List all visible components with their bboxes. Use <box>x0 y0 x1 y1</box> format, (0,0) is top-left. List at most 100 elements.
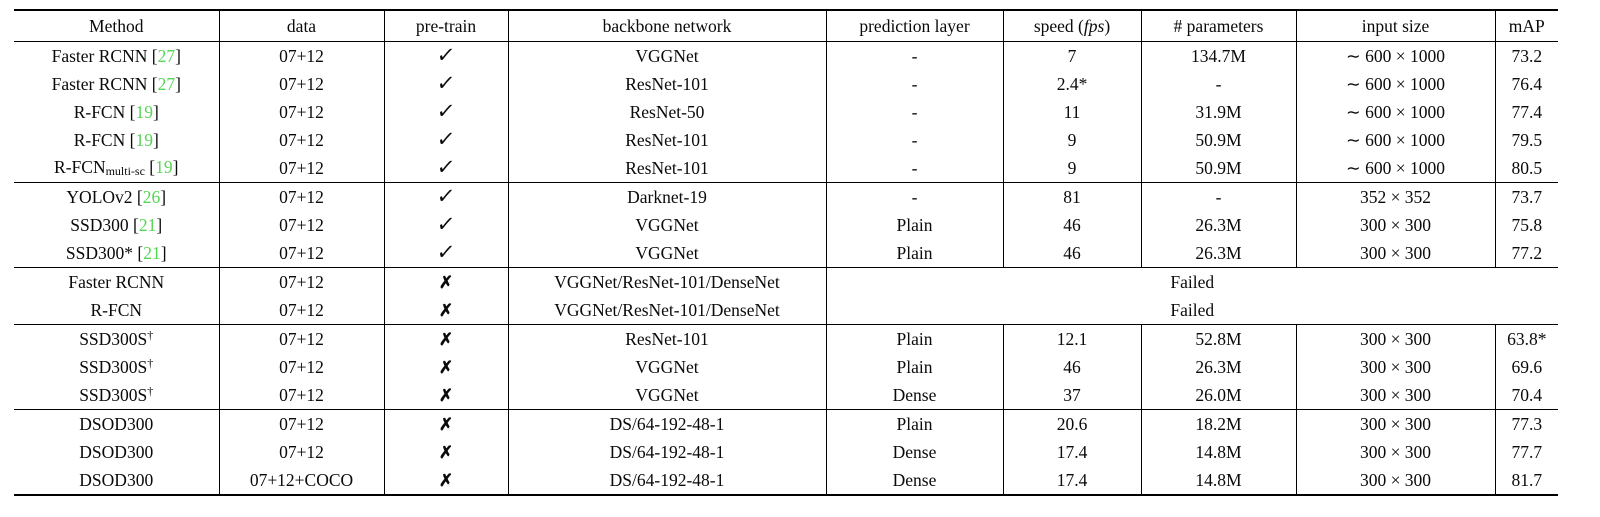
cell-parameters: 50.9M <box>1140 154 1297 183</box>
cross-icon: ✗ <box>438 385 454 405</box>
cell-prediction-layer: - <box>825 98 1004 126</box>
cell-prediction-layer: Plain <box>825 211 1004 239</box>
cell-pretrain: ✗ <box>383 438 509 466</box>
cell-input-size: 300 × 300 <box>1295 381 1496 410</box>
cell-input-size: ∼ 600 × 1000 <box>1295 98 1496 126</box>
cell-backbone: VGGNet <box>507 211 827 239</box>
cell-pretrain: ✗ <box>383 324 509 353</box>
cell-pretrain: ✗ <box>383 466 509 495</box>
cell-data: 07+12 <box>218 409 385 438</box>
cell-backbone: DS/64-192-48-1 <box>507 409 827 438</box>
cell-data: 07+12 <box>218 98 385 126</box>
cell-failed: Failed <box>825 267 1558 296</box>
cell-method: Faster RCNN [27] <box>14 70 220 98</box>
cross-icon: ✗ <box>438 442 454 462</box>
cell-data: 07+12 <box>218 70 385 98</box>
cell-parameters: 26.3M <box>1140 239 1297 268</box>
cell-data: 07+12 <box>218 239 385 268</box>
citation-link[interactable]: 19 <box>135 129 153 150</box>
column-header-method: Method <box>14 10 220 42</box>
cell-parameters: 14.8M <box>1140 438 1297 466</box>
cell-method: R-FCN [19] <box>14 98 220 126</box>
cell-map: 73.2 <box>1494 41 1558 70</box>
cell-data: 07+12 <box>218 353 385 381</box>
cell-input-size: 300 × 300 <box>1295 353 1496 381</box>
cell-speed: 37 <box>1002 381 1142 410</box>
cell-map: 77.3 <box>1494 409 1558 438</box>
cell-method: Faster RCNN [27] <box>14 41 220 70</box>
cell-speed: 9 <box>1002 154 1142 183</box>
citation-link[interactable]: 19 <box>155 157 173 177</box>
cell-pretrain: ✗ <box>383 353 509 381</box>
cell-speed: 2.4* <box>1002 70 1142 98</box>
cell-map: 75.8 <box>1494 211 1558 239</box>
citation-link[interactable]: 21 <box>138 214 157 235</box>
cell-speed: 9 <box>1002 126 1142 154</box>
cell-speed: 17.4 <box>1002 466 1142 495</box>
citation-link[interactable]: 27 <box>157 73 176 94</box>
cell-pretrain: ✓ <box>383 182 509 211</box>
method-dagger-mark: † <box>147 384 154 398</box>
cell-backbone: VGGNet <box>507 41 827 70</box>
cell-prediction-layer: - <box>825 154 1004 183</box>
cell-pretrain: ✓ <box>383 98 509 126</box>
cell-parameters: 14.8M <box>1140 466 1297 495</box>
cell-data: 07+12 <box>218 296 385 325</box>
method-subscript: multi-sc <box>105 164 145 178</box>
cell-parameters: 52.8M <box>1140 324 1297 353</box>
cell-pretrain: ✓ <box>383 211 509 239</box>
table-row: YOLOv2 [26]07+12✓Darknet-19-81-352 × 352… <box>14 182 1558 211</box>
cell-method: R-FCN [19] <box>14 126 220 154</box>
cell-failed: Failed <box>825 296 1558 325</box>
citation-link[interactable]: 27 <box>157 45 176 66</box>
cell-parameters: 18.2M <box>1140 409 1297 438</box>
cell-parameters: 134.7M <box>1140 41 1297 70</box>
cell-parameters: 26.0M <box>1140 381 1297 410</box>
cell-input-size: ∼ 600 × 1000 <box>1295 41 1496 70</box>
cell-input-size: 300 × 300 <box>1295 409 1496 438</box>
column-header-input-size: input size <box>1295 10 1496 42</box>
cell-pretrain: ✓ <box>383 126 509 154</box>
cell-pretrain: ✗ <box>383 267 509 296</box>
cell-backbone: Darknet-19 <box>507 182 827 211</box>
cell-method: SSD300S† <box>14 324 220 353</box>
cell-prediction-layer: - <box>825 41 1004 70</box>
cell-data: 07+12 <box>218 381 385 410</box>
cell-speed: 11 <box>1002 98 1142 126</box>
cell-input-size: 352 × 352 <box>1295 182 1496 211</box>
cell-backbone: DS/64-192-48-1 <box>507 466 827 495</box>
cell-pretrain: ✓ <box>383 154 509 183</box>
cell-parameters: - <box>1140 182 1297 211</box>
citation-link[interactable]: 19 <box>135 101 153 122</box>
table-row: Faster RCNN [27]07+12✓ResNet-101-2.4*-∼ … <box>14 70 1558 98</box>
cell-map: 77.2 <box>1494 239 1558 268</box>
cell-input-size: 300 × 300 <box>1295 239 1496 268</box>
column-header-speed-fps-: speed (fps) <box>1002 10 1142 42</box>
cell-method: SSD300* [21] <box>14 239 220 268</box>
citation-link[interactable]: 21 <box>143 242 161 263</box>
citation-link[interactable]: 26 <box>142 186 161 207</box>
cell-parameters: 50.9M <box>1140 126 1297 154</box>
cell-prediction-layer: Plain <box>825 324 1004 353</box>
checkmark-icon: ✓ <box>435 43 457 67</box>
cell-backbone: ResNet-101 <box>507 126 827 154</box>
cell-data: 07+12 <box>218 211 385 239</box>
cell-speed: 12.1 <box>1002 324 1142 353</box>
cell-backbone: VGGNet <box>507 239 827 268</box>
cross-icon: ✗ <box>438 300 454 320</box>
cell-map: 81.7 <box>1494 466 1558 495</box>
cell-speed: 20.6 <box>1002 409 1142 438</box>
cell-parameters: - <box>1140 70 1297 98</box>
cell-method: R-FCN <box>14 296 220 325</box>
